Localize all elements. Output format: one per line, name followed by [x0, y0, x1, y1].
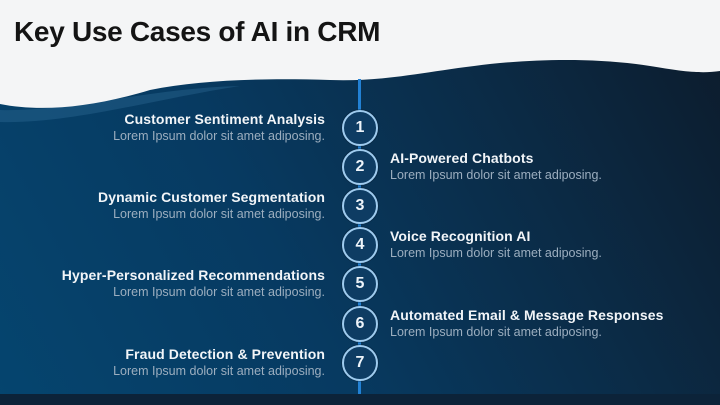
step-number: 3 — [355, 197, 365, 214]
step-number: 2 — [355, 158, 365, 175]
item-subtitle: Lorem Ipsum dolor sit amet adiposing. — [390, 325, 602, 339]
item-title: Voice Recognition AI — [390, 228, 531, 244]
item-title: Dynamic Customer Segmentation — [98, 189, 325, 205]
step-number: 1 — [355, 119, 365, 136]
step-number: 6 — [355, 315, 365, 332]
step-number: 4 — [355, 236, 365, 253]
item-title: Hyper-Personalized Recommendations — [61, 267, 325, 283]
step-number: 5 — [355, 275, 365, 292]
item-subtitle: Lorem Ipsum dolor sit amet adiposing. — [113, 129, 325, 143]
step-circle-4: 4 — [342, 227, 378, 263]
item-title: Fraud Detection & Prevention — [125, 346, 325, 362]
step-number: 7 — [355, 354, 365, 371]
item-subtitle: Lorem Ipsum dolor sit amet adiposing. — [113, 364, 325, 378]
step-circle-2: 2 — [342, 149, 378, 185]
item-title: Automated Email & Message Responses — [390, 307, 664, 323]
page-title: Key Use Cases of AI in CRM — [14, 16, 381, 47]
item-title: Customer Sentiment Analysis — [124, 111, 325, 127]
step-circle-7: 7 — [342, 345, 378, 381]
step-circle-3: 3 — [342, 188, 378, 224]
item-subtitle: Lorem Ipsum dolor sit amet adiposing. — [390, 168, 602, 182]
timeline-item-7: Fraud Detection & Prevention Lorem Ipsum… — [0, 346, 325, 379]
step-circle-6: 6 — [342, 306, 378, 342]
timeline-item-2: AI-Powered Chatbots Lorem Ipsum dolor si… — [390, 150, 710, 183]
step-circle-5: 5 — [342, 266, 378, 302]
item-subtitle: Lorem Ipsum dolor sit amet adiposing. — [390, 246, 602, 260]
footer-bar — [0, 394, 720, 405]
item-subtitle: Lorem Ipsum dolor sit amet adiposing. — [113, 207, 325, 221]
timeline-item-1: Customer Sentiment Analysis Lorem Ipsum … — [0, 111, 325, 144]
timeline-item-5: Hyper-Personalized Recommendations Lorem… — [0, 267, 325, 300]
item-title: AI-Powered Chatbots — [390, 150, 534, 166]
timeline-item-4: Voice Recognition AI Lorem Ipsum dolor s… — [390, 228, 710, 261]
step-circle-1: 1 — [342, 110, 378, 146]
timeline-item-3: Dynamic Customer Segmentation Lorem Ipsu… — [0, 189, 325, 222]
timeline-item-6: Automated Email & Message Responses Lore… — [390, 307, 710, 340]
item-subtitle: Lorem Ipsum dolor sit amet adiposing. — [113, 285, 325, 299]
